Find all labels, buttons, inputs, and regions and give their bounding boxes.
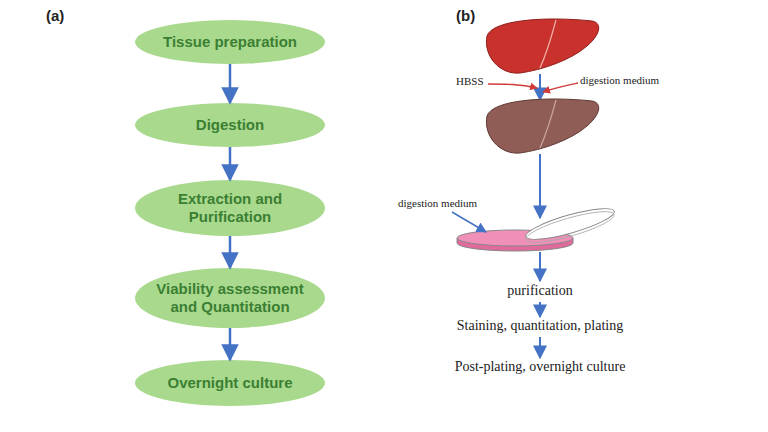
ellipse-fill xyxy=(135,360,325,406)
step-label: Post-plating, overnight culture xyxy=(455,359,626,375)
ellipse-fill xyxy=(135,20,325,64)
flow-arrow xyxy=(539,337,541,358)
petri-dish xyxy=(457,203,617,251)
reagent-label: digestion medium xyxy=(398,197,477,209)
process-ellipse: Viability assessment and Quantitation xyxy=(135,268,325,328)
flow-arrow xyxy=(539,74,541,100)
step-text: Overnight culture xyxy=(167,374,292,392)
process-ellipse: Tissue preparation xyxy=(135,20,325,64)
step-text: Digestion xyxy=(196,116,264,134)
flow-arrow xyxy=(229,64,232,103)
flow-arrow xyxy=(229,328,232,360)
step-text: Viability assessment and Quantitation xyxy=(143,280,318,316)
flow-arrow xyxy=(539,252,541,281)
ellipse-fill xyxy=(135,180,325,236)
step-text: Tissue preparation xyxy=(163,33,297,51)
liver-digested xyxy=(486,99,598,153)
process-ellipse: Digestion xyxy=(135,103,325,147)
step-text: Extraction and Purification xyxy=(170,190,290,226)
process-ellipse: Extraction and Purification xyxy=(135,180,325,236)
process-ellipse: Overnight culture xyxy=(135,360,325,406)
inflow-arrow xyxy=(543,83,578,92)
flow-arrow xyxy=(229,236,232,268)
flow-arrow xyxy=(229,147,232,180)
step-label: Staining, quantitation, plating xyxy=(457,318,623,334)
panel-label: (a) xyxy=(46,7,64,24)
inflow-arrow xyxy=(488,84,537,88)
pointer-arrow xyxy=(452,212,486,232)
reagent-label: digestion medium xyxy=(580,74,659,86)
flow-arrow xyxy=(539,154,541,218)
panel-label: (b) xyxy=(456,7,475,24)
flow-arrow xyxy=(539,302,541,317)
ellipse-fill xyxy=(135,268,325,328)
reagent-label: HBSS xyxy=(456,75,484,87)
step-label: purification xyxy=(507,283,572,299)
liver-fresh xyxy=(486,19,598,73)
ellipse-fill xyxy=(135,103,325,147)
